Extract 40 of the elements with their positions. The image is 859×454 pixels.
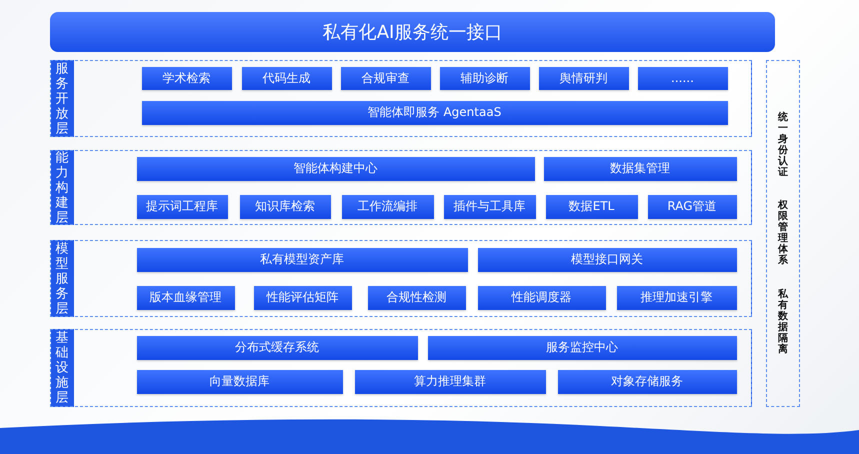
module-box: 工作流编排 (342, 194, 434, 218)
module-box: 代码生成 (242, 66, 332, 90)
module-box: 提示词工程库 (136, 194, 228, 218)
module-box: 性能调度器 (478, 286, 606, 310)
module-box: 数据集管理 (544, 156, 736, 180)
side-label: 统一身份认证 (778, 112, 788, 178)
module-box: RAG管道 (648, 194, 736, 218)
side-label: 权限管理体系 (778, 200, 788, 266)
module-box: 舆情研判 (538, 66, 628, 90)
module-box: 性能评估矩阵 (254, 286, 352, 310)
module-box: 向量数据库 (136, 370, 342, 394)
layer-panel (50, 60, 752, 137)
module-box: 合规审查 (340, 66, 430, 90)
module-box: 插件与工具库 (444, 194, 536, 218)
layer-panel (50, 329, 752, 407)
module-box: 辅助诊断 (440, 66, 530, 90)
module-box: 知识库检索 (240, 194, 330, 218)
module-box: 版本血缘管理 (136, 286, 234, 310)
module-box: 对象存储服务 (558, 370, 736, 394)
header-bar: 私有化AI服务统一接口 (50, 12, 775, 52)
module-box: 智能体构建中心 (136, 156, 534, 180)
layer-label: 基础设施层 (55, 330, 69, 406)
module-box: ...... (638, 66, 728, 90)
layer-label: 能力构建层 (55, 150, 69, 225)
module-box: 分布式缓存系统 (136, 336, 418, 360)
module-box: 算力推理集群 (354, 370, 546, 394)
module-box: 智能体即服务 AgentaaS (142, 100, 728, 124)
module-box: 私有模型资产库 (136, 248, 468, 272)
layer-label: 服务开放层 (55, 61, 69, 136)
module-box: 模型接口网关 (478, 248, 736, 272)
layer-label: 模型服务层 (55, 241, 69, 316)
module-box: 合规性检测 (368, 286, 466, 310)
side-label: 私有数据隔离 (778, 288, 788, 355)
layer-panel (50, 240, 752, 317)
module-box: 服务监控中心 (428, 336, 736, 360)
side-panel (766, 60, 800, 407)
module-box: 学术检索 (142, 66, 232, 90)
layer-panel (50, 150, 752, 225)
module-box: 推理加速引擎 (616, 286, 736, 310)
module-box: 数据ETL (546, 194, 638, 218)
